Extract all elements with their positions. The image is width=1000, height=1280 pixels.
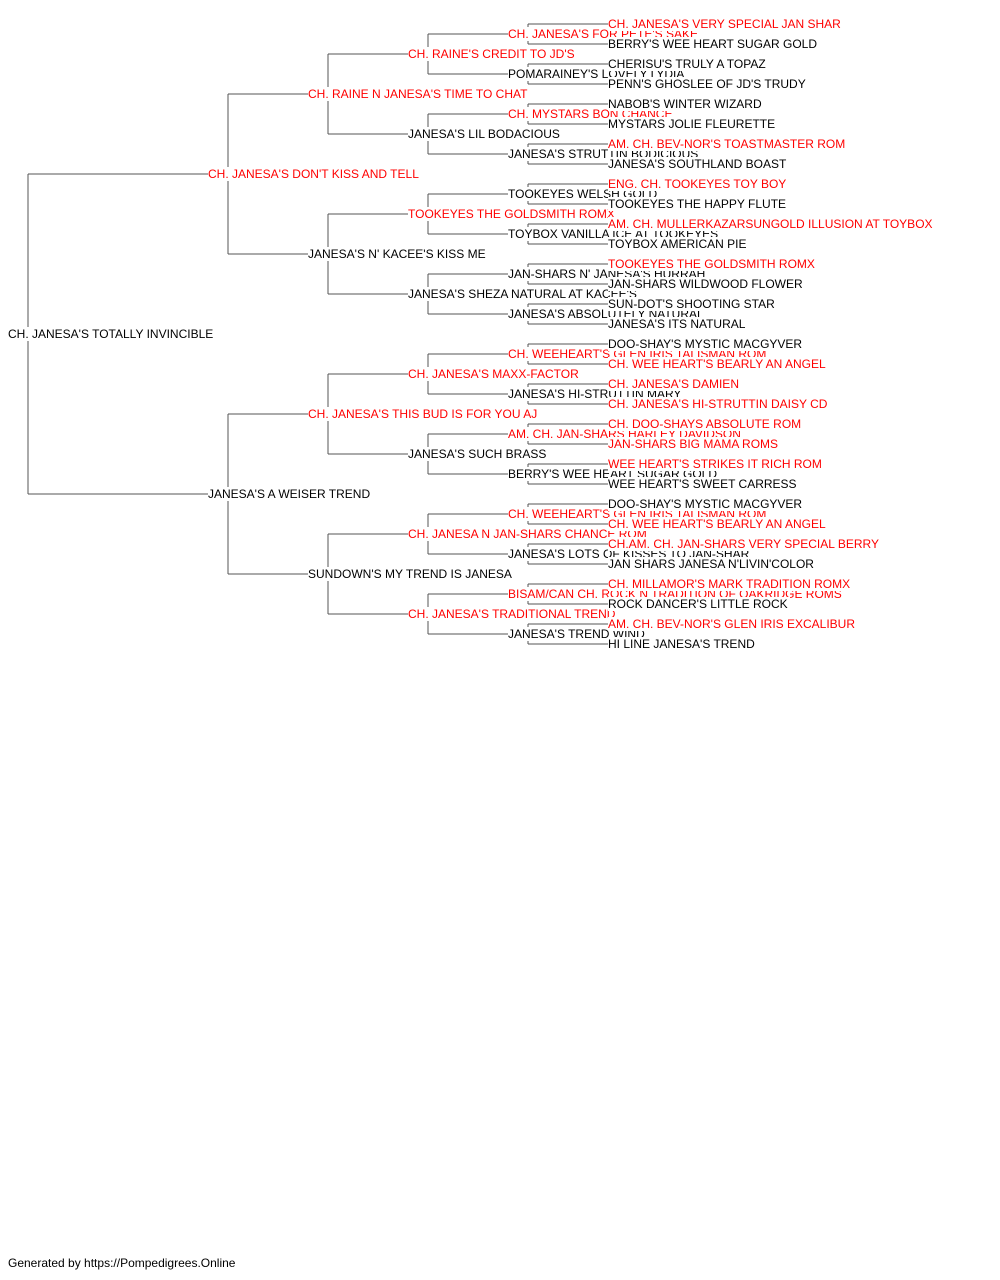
pedigree-dog: CH. JANESA'S TOTALLY INVINCIBLE (8, 327, 216, 341)
pedigree-dog-champion: WEE HEART'S STRIKES IT RICH ROM (608, 457, 824, 471)
pedigree-dog-champion: CH. DOO-SHAYS ABSOLUTE ROM (608, 417, 804, 431)
pedigree-dog-champion: CH. JANESA'S MAXX-FACTOR (408, 367, 581, 381)
pedigree-dog-champion: CH. JANESA'S VERY SPECIAL JAN SHAR (608, 17, 843, 31)
pedigree-dog-champion: CH. JANESA'S HI-STRUTTIN DAISY CD (608, 397, 830, 411)
pedigree-dog-champion: CH. JANESA'S TRADITIONAL TREND (408, 607, 618, 621)
pedigree-dog-champion: AM. CH. BEV-NOR'S TOASTMASTER ROM (608, 137, 848, 151)
pedigree-dog: JANESA'S SUCH BRASS (408, 447, 549, 461)
pedigree-dog-champion: TOOKEYES THE GOLDSMITH ROMX (608, 257, 817, 271)
pedigree-dog: HI LINE JANESA'S TREND (608, 637, 757, 651)
pedigree-dog-champion: JAN-SHARS BIG MAMA ROMS (608, 437, 781, 451)
pedigree-dog: ROCK DANCER'S LITTLE ROCK (608, 597, 790, 611)
pedigree-dog: PENN'S GHOSLEE OF JD'S TRUDY (608, 77, 808, 91)
pedigree-dog-champion: TOOKEYES THE GOLDSMITH ROMX (408, 207, 617, 221)
pedigree-dog: JANESA'S LIL BODACIOUS (408, 127, 562, 141)
generated-by-footer: Generated by https://Pompedigrees.Online (8, 1256, 236, 1270)
pedigree-dog: TOOKEYES THE HAPPY FLUTE (608, 197, 789, 211)
pedigree-dog-champion: ENG. CH. TOOKEYES TOY BOY (608, 177, 789, 191)
pedigree-dog: SUNDOWN'S MY TREND IS JANESA (308, 567, 514, 581)
pedigree-dog: CHERISU'S TRULY A TOPAZ (608, 57, 768, 71)
pedigree-dog-champion: CH. JANESA'S THIS BUD IS FOR YOU AJ (308, 407, 540, 421)
pedigree-dog: JAN-SHARS WILDWOOD FLOWER (608, 277, 805, 291)
pedigree-dog-champion: CH. MILLAMOR'S MARK TRADITION ROMX (608, 577, 853, 591)
pedigree-dog-champion: CH. WEE HEART'S BEARLY AN ANGEL (608, 357, 828, 371)
pedigree-dog: BERRY'S WEE HEART SUGAR GOLD (608, 37, 820, 51)
pedigree-dog-champion: CH.AM. CH. JAN-SHARS VERY SPECIAL BERRY (608, 537, 881, 551)
pedigree-dog: TOYBOX AMERICAN PIE (608, 237, 749, 251)
pedigree-dog: JANESA'S SHEZA NATURAL AT KACEE'S (408, 287, 639, 301)
pedigree-dog-champion: CH. RAINE'S CREDIT TO JD'S (408, 47, 577, 61)
pedigree-dog: JANESA'S N' KACEE'S KISS ME (308, 247, 488, 261)
pedigree-dog-champion: CH. WEE HEART'S BEARLY AN ANGEL (608, 517, 828, 531)
pedigree-dog: JANESA'S A WEISER TREND (208, 487, 373, 501)
pedigree-dog-champion: CH. JANESA'S DON'T KISS AND TELL (208, 167, 421, 181)
pedigree-dog-champion: AM. CH. MULLERKAZARSUNGOLD ILLUSION AT T… (608, 217, 935, 231)
pedigree-dog: DOO-SHAY'S MYSTIC MACGYVER (608, 337, 805, 351)
pedigree-dog: JANESA'S SOUTHLAND BOAST (608, 157, 789, 171)
pedigree-dog: JANESA'S ITS NATURAL (608, 317, 748, 331)
pedigree-dog: DOO-SHAY'S MYSTIC MACGYVER (608, 497, 805, 511)
pedigree-dog-champion: CH. RAINE N JANESA'S TIME TO CHAT (308, 87, 530, 101)
pedigree-dog: NABOB'S WINTER WIZARD (608, 97, 764, 111)
pedigree-dog: WEE HEART'S SWEET CARRESS (608, 477, 799, 491)
pedigree-dog-champion: AM. CH. BEV-NOR'S GLEN IRIS EXCALIBUR (608, 617, 858, 631)
pedigree-dog: MYSTARS JOLIE FLEURETTE (608, 117, 778, 131)
pedigree-dog-champion: CH. JANESA N JAN-SHARS CHANCE ROM (408, 527, 649, 541)
pedigree-dog: JAN SHARS JANESA N'LIVIN'COLOR (608, 557, 816, 571)
pedigree-dog-champion: CH. JANESA'S DAMIEN (608, 377, 741, 391)
pedigree-dog: SUN-DOT'S SHOOTING STAR (608, 297, 777, 311)
